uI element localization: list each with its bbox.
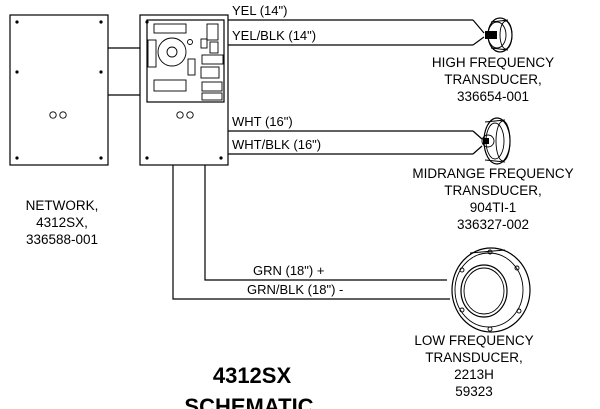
- wire-label-grn: GRN (18") +: [253, 263, 324, 278]
- high-frequency-caption: HIGH FREQUENCY TRANSDUCER, 336654-001: [432, 55, 554, 104]
- low-frequency-transducer-icon: [451, 247, 531, 333]
- wire-white-pair: [228, 130, 483, 155]
- midrange-caption-line2: TRANSDUCER,: [444, 183, 542, 198]
- title-line2: SCHEMATIC: [184, 394, 313, 409]
- wire-label-wht: WHT (16"): [232, 114, 293, 129]
- low-frequency-caption-line2: TRANSDUCER,: [425, 350, 523, 365]
- network-caption-line2: 4312SX,: [36, 215, 88, 230]
- wire-yellow-pair: [228, 19, 485, 46]
- midrange-caption-line3: 904TI-1: [470, 200, 517, 215]
- high-frequency-caption-line2: TRANSDUCER,: [444, 72, 542, 87]
- high-frequency-caption-line1: HIGH FREQUENCY: [432, 55, 554, 70]
- low-frequency-caption-line4: 59323: [455, 384, 493, 399]
- low-frequency-caption-line1: LOW FREQUENCY: [414, 333, 533, 348]
- high-frequency-caption-line3: 336654-001: [457, 89, 529, 104]
- midrange-caption: MIDRANGE FREQUENCY TRANSDUCER, 904TI-1 3…: [412, 166, 573, 232]
- network-board-right: [139, 14, 229, 166]
- low-frequency-caption: LOW FREQUENCY TRANSDUCER, 2213H 59323: [414, 333, 533, 399]
- network-caption-line1: NETWORK,: [26, 198, 99, 213]
- wire-label-grn-blk: GRN/BLK (18") -: [247, 282, 343, 297]
- board-connectors: [108, 47, 140, 96]
- wire-label-yel: YEL (14"): [232, 3, 287, 18]
- wire-label-yel-blk: YEL/BLK (14"): [232, 28, 316, 43]
- title-line1: 4312SX: [213, 363, 292, 388]
- wire-green-pair: [172, 165, 450, 300]
- midrange-caption-line1: MIDRANGE FREQUENCY: [412, 166, 573, 181]
- network-caption-line3: 336588-001: [26, 232, 98, 247]
- midrange-transducer-icon: [481, 117, 511, 165]
- midrange-caption-line4: 336327-002: [457, 217, 529, 232]
- high-frequency-transducer-icon: [485, 17, 513, 53]
- schematic-title: 4312SX SCHEMATIC: [184, 363, 313, 409]
- wire-label-wht-blk: WHT/BLK (16"): [232, 137, 321, 152]
- network-board-left: [9, 14, 109, 166]
- network-caption: NETWORK, 4312SX, 336588-001: [26, 198, 99, 247]
- low-frequency-caption-line3: 2213H: [454, 367, 494, 382]
